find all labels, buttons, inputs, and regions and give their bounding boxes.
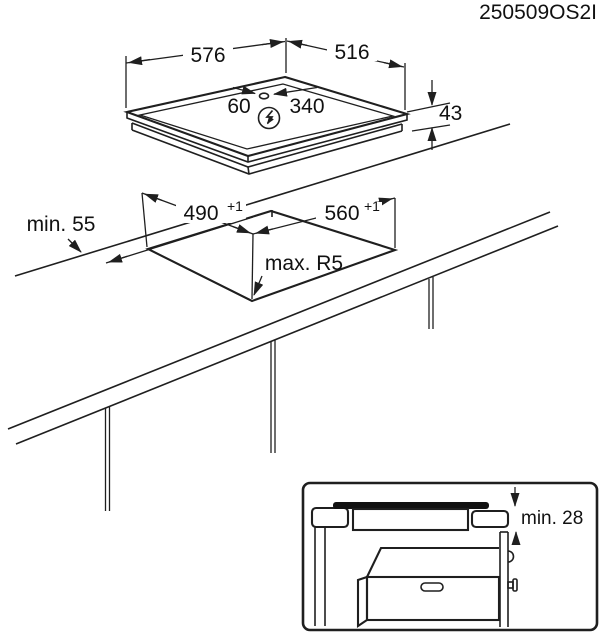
- drawing-code: 250509OS2I: [479, 1, 597, 24]
- label-back-clearance: min. 55: [27, 213, 96, 236]
- dimension-hob-width: 576: [125, 38, 287, 108]
- extension-line: [251, 233, 254, 300]
- lightning-bolt-icon: [265, 109, 274, 125]
- worktop-cutout-view: [7, 123, 559, 511]
- label-hob-depth: 516: [334, 41, 369, 64]
- dimension-cutout-depth: 490 +1: [141, 192, 254, 300]
- label-worktop-thickness: min. 28: [521, 508, 583, 529]
- extension-line: [105, 216, 254, 264]
- hob-isometric-view: [123, 75, 411, 175]
- dimension-hob-height: 43: [406, 80, 462, 150]
- worktop-front-edge-bottom: [15, 225, 559, 445]
- oven-section: [356, 546, 501, 628]
- dimension-corner-radius: max. R5: [253, 252, 343, 296]
- worktop-back-edge: [14, 123, 511, 277]
- dimension-worktop-thickness: min. 28: [510, 487, 583, 545]
- worktop-section-right: [470, 509, 510, 529]
- oven-left-flap: [356, 575, 369, 628]
- hinge-bump: [507, 550, 515, 563]
- cable-entry-point: [258, 92, 270, 100]
- worktop-front-edge-top: [7, 211, 551, 430]
- extension-line: [406, 102, 451, 113]
- extension-line: [141, 192, 148, 248]
- inset-border: [301, 481, 599, 632]
- hob-glass-inner-border: [137, 83, 396, 150]
- label-corner-radius: max. R5: [265, 252, 343, 275]
- label-cutout-width: 560: [324, 202, 359, 225]
- label-cable-right: 340: [289, 95, 324, 118]
- extension-line: [411, 124, 451, 132]
- label-cutout-depth: 490: [183, 202, 218, 225]
- dimension-cutout-width: 560 +1: [252, 197, 396, 248]
- bolt-head: [512, 578, 518, 592]
- installation-section-inset: min. 28: [301, 481, 599, 632]
- oven-top-face: [366, 546, 499, 578]
- worktop-section-left: [310, 506, 350, 529]
- label-hob-width: 576: [190, 44, 225, 67]
- label-cutout-depth-tolerance: +1: [227, 198, 243, 214]
- hob-body-section: [351, 507, 470, 532]
- dimension-hob-depth: 516: [286, 39, 406, 110]
- dimension-cable-position: 60 340: [227, 85, 325, 130]
- hob-glass-section: [333, 502, 489, 509]
- label-cutout-width-tolerance: +1: [364, 198, 380, 214]
- oven-handle: [420, 582, 444, 592]
- label-hob-height: 43: [439, 102, 462, 125]
- label-cable-left: 60: [227, 95, 250, 118]
- dimension-back-clearance: min. 55: [27, 213, 254, 264]
- electric-connection-icon: [257, 106, 281, 130]
- worktop-legs: [104, 277, 434, 511]
